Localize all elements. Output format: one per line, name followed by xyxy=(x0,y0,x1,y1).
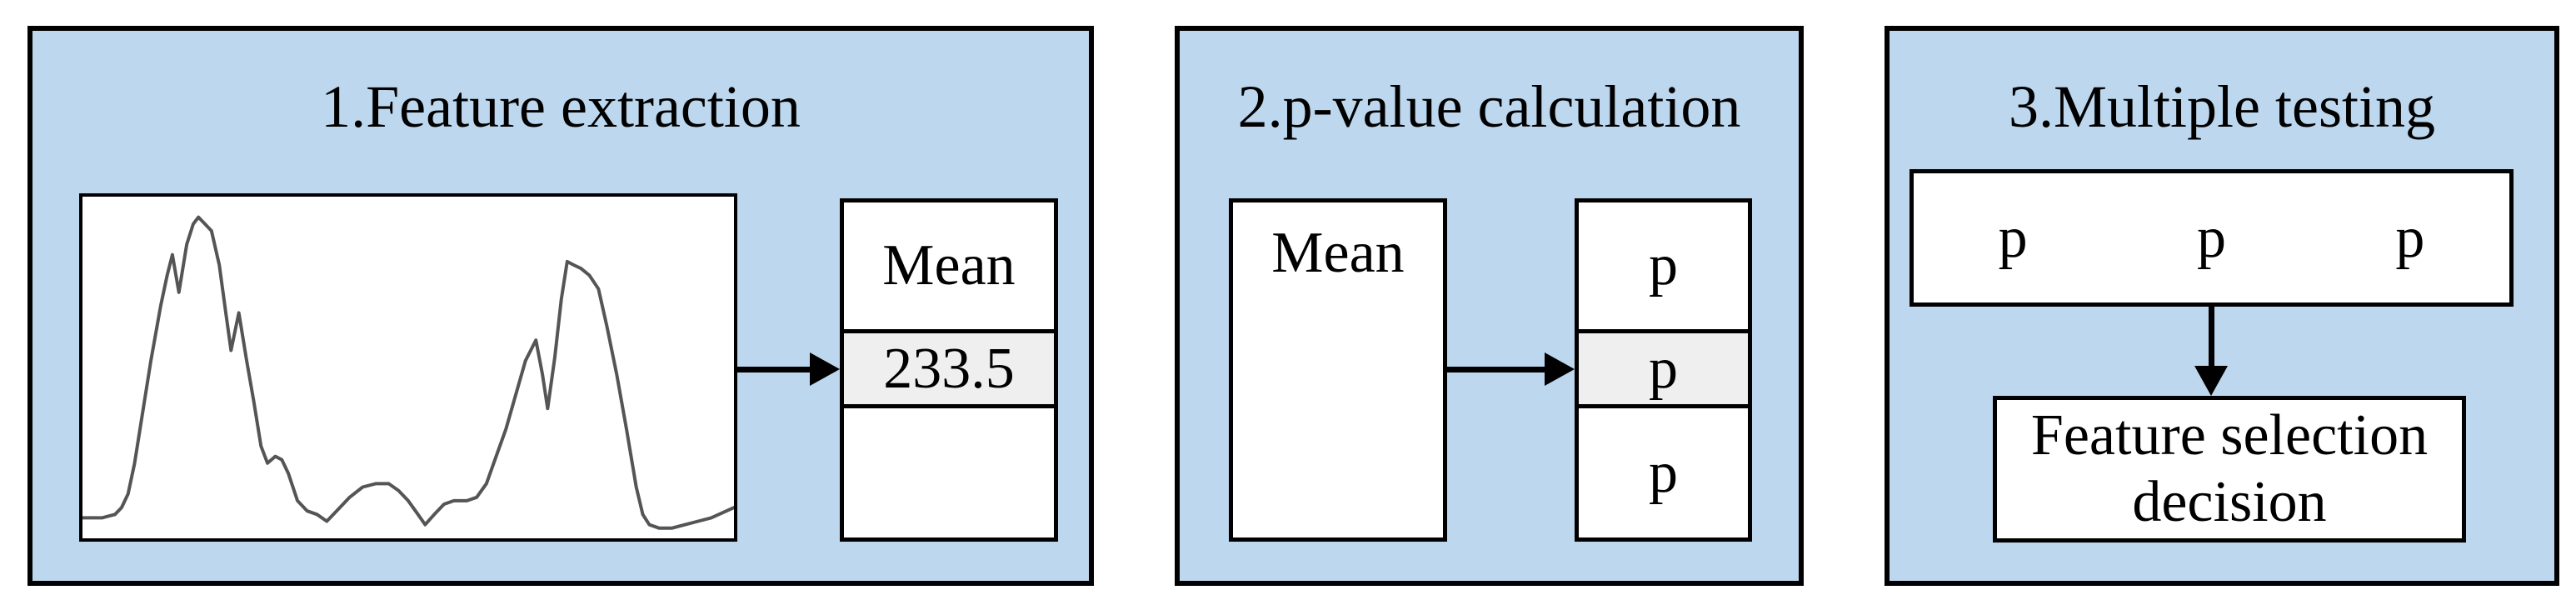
p-value-label: p xyxy=(1998,205,2028,270)
arrow-right-shaft xyxy=(737,367,811,372)
feature-table-header-cell: Mean xyxy=(844,202,1054,333)
panel-feature-extraction: 1.Feature extraction Mean 233.5 xyxy=(27,26,1094,586)
p-value-label: p xyxy=(2395,205,2425,270)
p-value-label: p xyxy=(2196,205,2226,270)
feature-selection-decision-box: Feature selection decision xyxy=(1993,396,2466,542)
panel-title-feature-extraction: 1.Feature extraction xyxy=(321,73,801,140)
feature-table-value-cell: 233.5 xyxy=(844,333,1054,408)
panel-multiple-testing: 3.Multiple testing p p p Feature selecti… xyxy=(1885,26,2559,586)
arrow-down-icon xyxy=(2194,366,2228,396)
panel-title-p-value-calculation: 2.p-value calculation xyxy=(1237,73,1741,140)
p-value-cell-highlighted: p xyxy=(1579,333,1748,408)
arrow-right-icon xyxy=(1545,352,1575,386)
p-value-cell: p xyxy=(1649,440,1678,505)
arrow-right-icon xyxy=(810,352,840,386)
arrow-right-shaft xyxy=(1447,367,1545,372)
feature-table: Mean 233.5 xyxy=(840,198,1058,542)
mean-feature-box: Mean xyxy=(1229,198,1447,542)
signal-chart-svg xyxy=(82,197,734,538)
signal-chart xyxy=(79,193,737,542)
p-value-cell: p xyxy=(1579,202,1748,333)
panel-title-multiple-testing: 3.Multiple testing xyxy=(2009,73,2435,140)
feature-table-empty-cell xyxy=(844,408,1054,538)
p-values-row-box: p p p xyxy=(1910,169,2514,307)
signal-polyline xyxy=(82,218,734,528)
arrow-down-shaft xyxy=(2209,307,2214,367)
panel-p-value-calculation: 2.p-value calculation Mean p p p xyxy=(1175,26,1804,586)
p-value-table: p p p xyxy=(1575,198,1752,542)
